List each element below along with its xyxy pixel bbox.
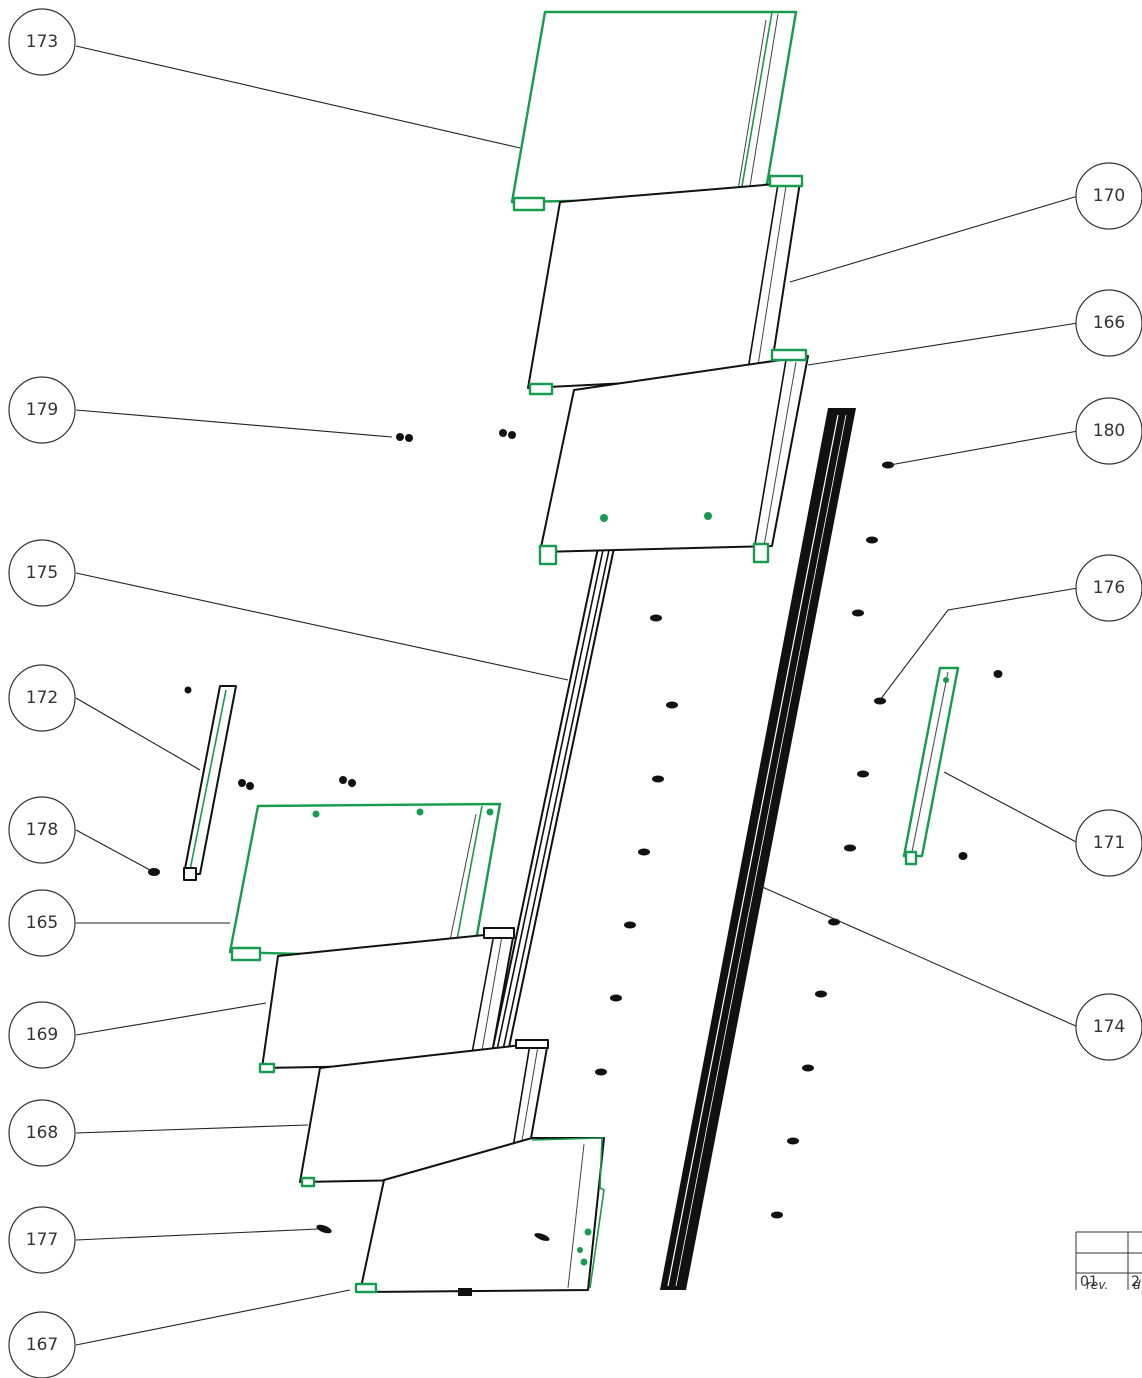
screws bbox=[148, 429, 1003, 1234]
balloon-172: 172 bbox=[8, 664, 76, 732]
svg-text:176: 176 bbox=[1093, 578, 1125, 598]
balloon-176: 176 bbox=[1075, 554, 1142, 622]
svg-text:170: 170 bbox=[1093, 186, 1125, 206]
balloon-166: 166 bbox=[1075, 289, 1142, 357]
revision-table: 01 2 rev. d bbox=[1075, 1231, 1142, 1292]
balloon-177: 177 bbox=[8, 1206, 76, 1274]
balloon-174: 174 bbox=[1075, 993, 1142, 1061]
bracket-171 bbox=[902, 666, 960, 866]
leader-lines bbox=[75, 45, 1079, 1346]
svg-text:177: 177 bbox=[26, 1230, 58, 1250]
balloon-171: 171 bbox=[1075, 809, 1142, 877]
balloon-173: 173 bbox=[8, 8, 76, 76]
balloon-165: 165 bbox=[8, 889, 76, 957]
rev-number: 01 bbox=[1080, 1274, 1098, 1290]
svg-text:172: 172 bbox=[26, 688, 58, 708]
balloon-178: 178 bbox=[8, 796, 76, 864]
svg-text:171: 171 bbox=[1093, 833, 1125, 853]
balloon-170: 170 bbox=[1075, 162, 1142, 230]
panel-167 bbox=[354, 1137, 605, 1296]
date-fragment: 2 bbox=[1131, 1274, 1140, 1290]
date-label-fragment: d bbox=[1133, 1278, 1141, 1292]
panel-170 bbox=[527, 174, 804, 396]
svg-text:174: 174 bbox=[1093, 1017, 1125, 1037]
balloon-167: 167 bbox=[8, 1311, 76, 1378]
balloon-180: 180 bbox=[1075, 397, 1142, 465]
panel-166 bbox=[538, 348, 809, 566]
rail-174 bbox=[660, 408, 856, 1290]
panel-173 bbox=[510, 10, 798, 212]
balloon-175: 175 bbox=[8, 539, 76, 607]
svg-text:179: 179 bbox=[26, 400, 58, 420]
bracket-172 bbox=[183, 685, 237, 881]
rev-label: rev. bbox=[1086, 1278, 1108, 1292]
svg-text:166: 166 bbox=[1093, 313, 1125, 333]
balloon-168: 168 bbox=[8, 1099, 76, 1167]
rail-175 bbox=[491, 547, 615, 1053]
svg-text:167: 167 bbox=[26, 1335, 58, 1355]
svg-text:169: 169 bbox=[26, 1025, 58, 1045]
svg-text:175: 175 bbox=[26, 563, 58, 583]
svg-text:173: 173 bbox=[26, 32, 58, 52]
balloon-179: 179 bbox=[8, 376, 76, 444]
svg-text:168: 168 bbox=[26, 1123, 58, 1143]
svg-text:180: 180 bbox=[1093, 421, 1125, 441]
svg-text:178: 178 bbox=[26, 820, 58, 840]
svg-text:165: 165 bbox=[26, 913, 58, 933]
balloon-169: 169 bbox=[8, 1001, 76, 1069]
